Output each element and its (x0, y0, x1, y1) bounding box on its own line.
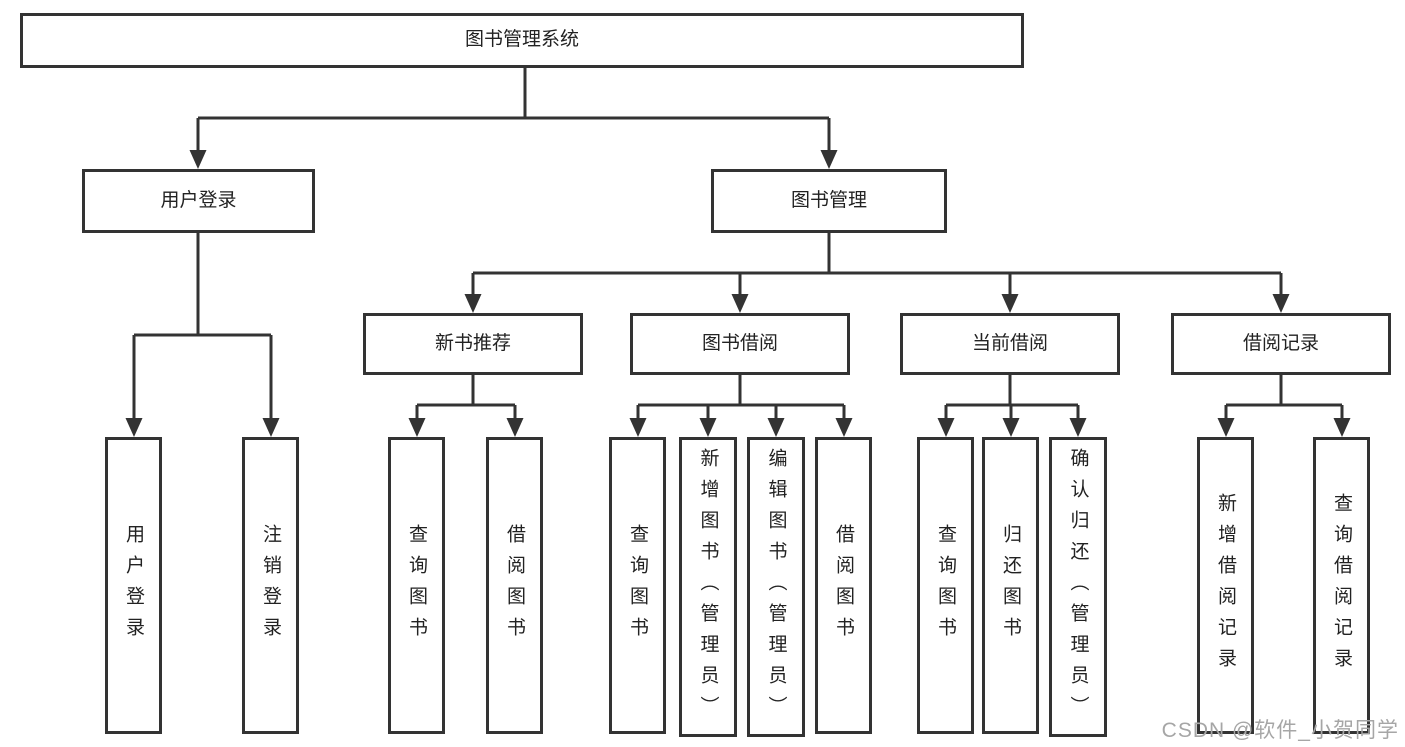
node-borrow-record: 借阅记录 (1171, 313, 1391, 375)
node-user-login-label: 用户登录 (160, 189, 237, 211)
leaf-add-borrow-record: 新增借阅记录 (1197, 437, 1254, 734)
leaf-borrow-book-recommend-label: 借阅图书 (504, 523, 525, 648)
leaf-query-book-borrow: 查询图书 (609, 437, 666, 734)
leaf-borrow-book-recommend: 借阅图书 (486, 437, 543, 734)
leaf-query-book-current-label: 查询图书 (935, 523, 956, 648)
leaf-query-book-recommend-label: 查询图书 (406, 523, 427, 648)
node-new-book-recommend-label: 新书推荐 (434, 332, 511, 354)
node-current-borrow-label: 当前借阅 (971, 332, 1048, 354)
leaf-add-borrow-record-label: 新增借阅记录 (1215, 492, 1236, 679)
leaf-confirm-return-admin-label: 确认归还（管理员） (1067, 447, 1089, 727)
leaf-borrow-book-label: 借阅图书 (833, 523, 854, 648)
node-root-label: 图书管理系统 (464, 29, 579, 51)
leaf-return-book-label: 归还图书 (1000, 523, 1021, 648)
leaf-query-book-current: 查询图书 (917, 437, 974, 734)
leaf-query-borrow-record-label: 查询借阅记录 (1331, 492, 1352, 679)
node-book-management: 图书管理 (711, 169, 947, 233)
leaf-confirm-return-admin: 确认归还（管理员） (1049, 437, 1107, 737)
node-book-borrow-label: 图书借阅 (701, 332, 778, 354)
leaf-query-borrow-record: 查询借阅记录 (1313, 437, 1370, 734)
leaf-add-book-admin: 新增图书（管理员） (679, 437, 737, 737)
node-new-book-recommend: 新书推荐 (363, 313, 583, 375)
leaf-logout-label: 注销登录 (260, 523, 281, 648)
node-borrow-record-label: 借阅记录 (1242, 332, 1319, 354)
leaf-logout: 注销登录 (242, 437, 299, 734)
leaf-user-login: 用户登录 (105, 437, 162, 734)
leaf-edit-book-admin: 编辑图书（管理员） (747, 437, 805, 737)
node-current-borrow: 当前借阅 (900, 313, 1120, 375)
leaf-borrow-book: 借阅图书 (815, 437, 872, 734)
leaf-add-book-admin-label: 新增图书（管理员） (697, 447, 719, 727)
leaf-query-book-borrow-label: 查询图书 (627, 523, 648, 648)
leaf-query-book-recommend: 查询图书 (388, 437, 445, 734)
node-user-login: 用户登录 (82, 169, 315, 233)
watermark-text: CSDN @软件_小贺同学 (1161, 719, 1399, 742)
node-book-management-label: 图书管理 (790, 189, 867, 211)
node-book-borrow: 图书借阅 (630, 313, 850, 375)
leaf-user-login-label: 用户登录 (123, 523, 144, 648)
leaf-return-book: 归还图书 (982, 437, 1039, 734)
leaf-edit-book-admin-label: 编辑图书（管理员） (765, 447, 787, 727)
node-root: 图书管理系统 (20, 13, 1024, 68)
